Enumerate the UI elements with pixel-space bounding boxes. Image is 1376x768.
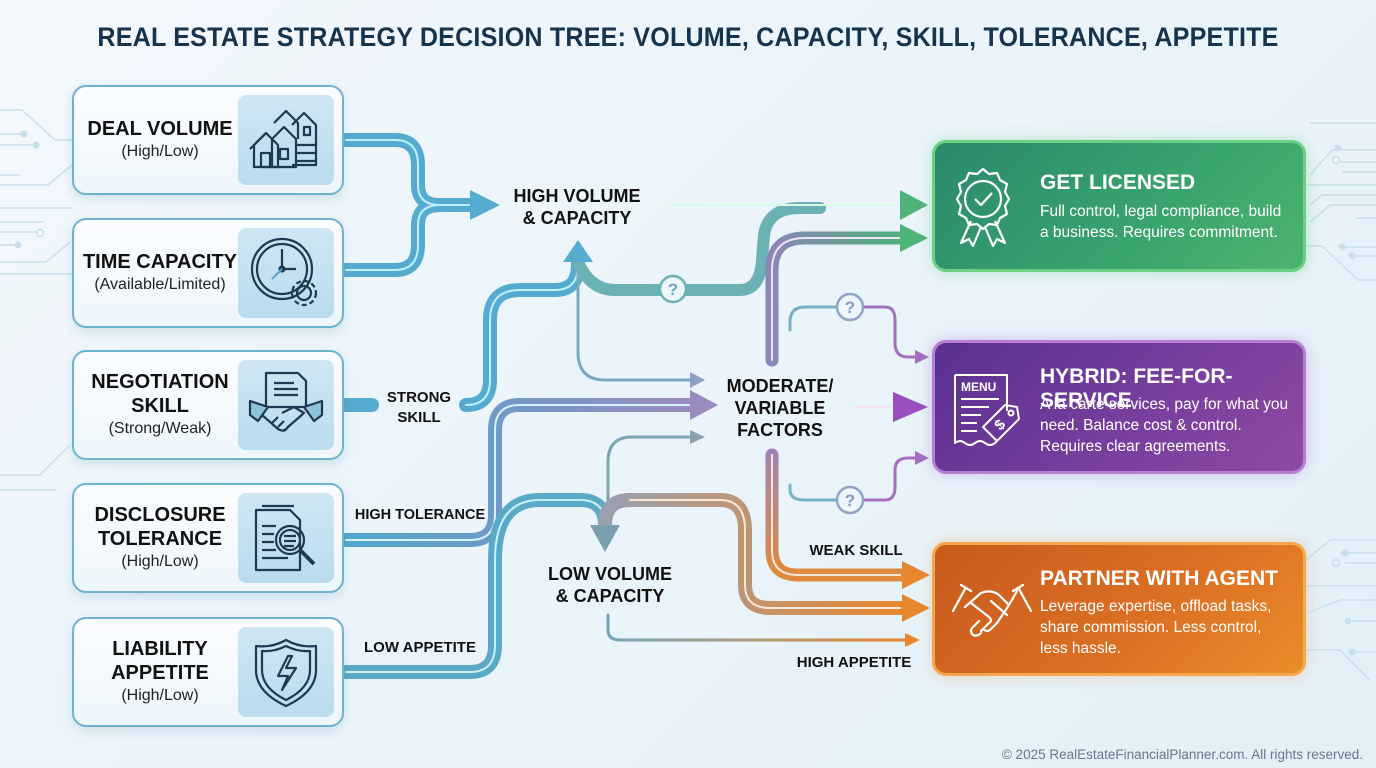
input-name: TOLERANCE [97, 528, 223, 550]
outcome-title: GET LICENSED [1040, 171, 1196, 194]
input-card-time-capacity: TIME CAPACITY (Available/Limited) [72, 218, 344, 328]
arrow-thin-to-moderate-2 [690, 430, 705, 444]
branch-label-line: SKILL [397, 409, 441, 426]
question-mark: ? [845, 298, 855, 317]
handshake-icon [951, 583, 1033, 637]
branch-label-weak-skill: WEAK SKILL [809, 542, 903, 559]
pipe-high-to-moderate [576, 260, 692, 382]
input-name: NEGOTIATION [91, 371, 229, 393]
outcome-description: Full control, legal compliance, build a … [1040, 203, 1282, 241]
node-label-line: VARIABLE [734, 398, 826, 418]
node-label-line: HIGH VOLUME [513, 186, 641, 206]
menu-price-tag-icon: MENU $ [954, 374, 1020, 446]
menu-icon-text: MENU [961, 380, 996, 394]
shield-lightning-icon [254, 638, 318, 708]
document-magnifier-icon [254, 504, 316, 572]
arrow-to-partner-2 [902, 594, 930, 622]
outcome-hybrid-fee-for-service: MENU $ HYBRID: FEE-FOR-SERVICE A la cart… [932, 340, 1306, 474]
pipe-low-appetite-to-low [339, 493, 612, 679]
houses-icon [249, 109, 318, 169]
input-name: LIABILITY [112, 638, 208, 660]
question-mark: ? [668, 280, 678, 299]
arrow-thin-to-hybrid-1 [915, 350, 929, 364]
input-card-disclosure-tolerance: DISCLOSURE TOLERANCE (High/Low) [72, 483, 344, 593]
input-sub: (High/Low) [121, 143, 199, 160]
pipe-high-appetite-to-partner [606, 613, 907, 642]
question-badge-1: ? [658, 274, 688, 304]
arrow-to-licensed-1 [900, 190, 928, 220]
outcome-description: Leverage expertise, offload tasks, share… [1040, 598, 1272, 657]
outcome-get-licensed: GET LICENSED Full control, legal complia… [932, 140, 1306, 272]
handshake-document-icon [248, 371, 324, 432]
arrowheads [470, 190, 930, 647]
outcome-description: A la carte services, pay for what you ne… [1040, 396, 1289, 455]
page-title: REAL ESTATE STRATEGY DECISION TREE: VOLU… [97, 22, 1279, 52]
node-label-line: FACTORS [737, 420, 823, 440]
question-mark: ? [845, 491, 855, 510]
question-badge-3: ? [835, 485, 865, 515]
branch-label-line: STRONG [386, 389, 452, 406]
pipe-question-upper-right [862, 305, 917, 359]
pipe-question-lower-right [862, 456, 917, 502]
outcome-partner-with-agent: PARTNER WITH AGENT Leverage expertise, o… [932, 542, 1306, 676]
input-name: DEAL VOLUME [87, 118, 233, 140]
input-card-deal-volume: DEAL VOLUME (High/Low) [72, 85, 344, 195]
pipe-question-lower-left [788, 483, 838, 502]
input-card-negotiation-skill: NEGOTIATION SKILL (Strong/Weak) [72, 350, 344, 460]
arrow-to-licensed-2 [900, 224, 928, 252]
arrow-to-high [470, 190, 500, 220]
award-ribbon-icon [955, 167, 1011, 247]
clock-gear-icon [250, 237, 318, 307]
node-label-line: MODERATE/ [726, 376, 834, 396]
pipe-low-to-moderate [606, 435, 692, 502]
branch-label-high-tolerance: HIGH TOLERANCE [354, 507, 486, 523]
node-moderate-variable-factors: MODERATE/ VARIABLE FACTORS [712, 375, 848, 441]
input-name: DISCLOSURE [94, 504, 226, 526]
input-sub: (Strong/Weak) [108, 420, 212, 437]
branch-label-high-appetite: HIGH APPETITE [796, 654, 912, 671]
question-badge-2: ? [835, 292, 865, 322]
input-sub: (High/Low) [121, 553, 199, 570]
pipe-low-to-partner [598, 493, 912, 615]
copyright-footer: © 2025 RealEstateFinancialPlanner.com. A… [1001, 747, 1363, 762]
node-high-volume-capacity: HIGH VOLUME & CAPACITY [502, 185, 652, 229]
pipe-question-upper-left [788, 305, 838, 332]
input-name: APPETITE [111, 662, 209, 684]
branch-label-strong-skill: STRONG SKILL [378, 388, 460, 428]
arrow-to-hybrid [893, 392, 928, 422]
node-label-line: & CAPACITY [522, 208, 632, 228]
node-label-line: LOW VOLUME [548, 564, 672, 584]
branch-label-low-appetite: LOW APPETITE [364, 639, 476, 656]
node-label-line: & CAPACITY [555, 586, 665, 606]
input-name: TIME CAPACITY [82, 251, 238, 273]
pipe-volume-capacity-to-high [339, 133, 477, 277]
arrow-to-partner-3 [905, 633, 920, 647]
pipe-weak-skill-to-partner [765, 448, 912, 582]
outcome-title: PARTNER WITH AGENT [1040, 567, 1278, 590]
arrow-to-partner-1 [902, 561, 930, 589]
outcome-title: HYBRID: FEE-FOR-SERVICE [1040, 365, 1233, 412]
input-name: SKILL [131, 395, 189, 417]
pipe-high-question-to-licensed [572, 202, 826, 296]
arrow-to-moderate [690, 390, 718, 420]
arrow-up-to-high [563, 240, 593, 262]
pipe-high-tolerance-to-moderate [339, 398, 697, 547]
node-low-volume-capacity: LOW VOLUME & CAPACITY [535, 563, 685, 607]
pipe-moderate-to-licensed [765, 231, 912, 367]
input-card-liability-appetite: LIABILITY APPETITE (High/Low) [72, 617, 344, 727]
pipe-strong-skill-to-high [339, 255, 585, 412]
arrow-down-to-low [590, 525, 620, 552]
input-sub: (High/Low) [121, 687, 199, 704]
arrow-thin-to-hybrid-2 [915, 451, 929, 465]
input-sub: (Available/Limited) [94, 276, 226, 293]
arrow-thin-to-moderate-1 [690, 372, 705, 388]
